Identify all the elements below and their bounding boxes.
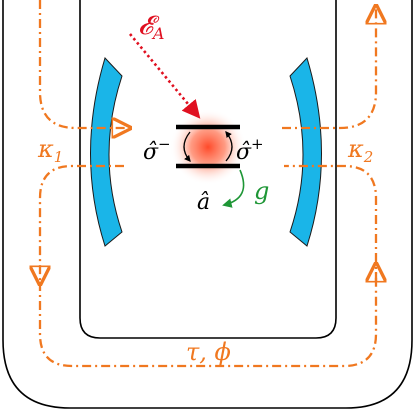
lowering-arrow xyxy=(183,131,191,162)
sigma-plus-label: σ̂+ xyxy=(236,135,264,165)
right-return-top xyxy=(284,164,378,262)
propagation-paths xyxy=(38,0,378,368)
inner-waveguide xyxy=(79,0,337,339)
a-hat-label: â xyxy=(197,190,210,215)
kappa2-label: κ2 xyxy=(347,135,373,166)
drive-arrow xyxy=(128,33,201,119)
kappa1-label: κ1 xyxy=(37,135,63,166)
bottom-feedback-path xyxy=(38,272,378,368)
raising-arrow xyxy=(225,130,233,162)
g-label: g xyxy=(254,177,269,205)
left-feedback-path xyxy=(40,164,124,282)
outer-waveguide xyxy=(2,0,413,409)
left-mirror xyxy=(90,57,123,247)
atom-glow xyxy=(170,109,246,185)
output-path-right xyxy=(282,8,376,130)
sigma-minus-label: σ̂− xyxy=(143,135,171,165)
right-mirror xyxy=(289,57,322,247)
input-path-left xyxy=(38,0,128,128)
coupling-arrow xyxy=(222,169,245,208)
tau-phi-label: τ, ϕ xyxy=(186,338,231,366)
drive-label: 𝓔A xyxy=(138,11,164,43)
